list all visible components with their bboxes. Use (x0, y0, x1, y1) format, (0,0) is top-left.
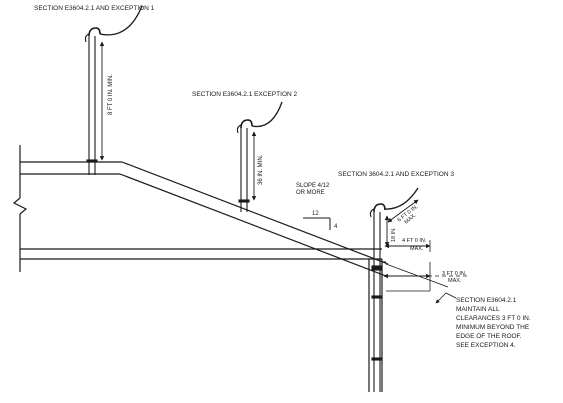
dim-8ft-label: 8 FT 0 IN. MIN. (108, 74, 114, 115)
service-mast-2 (236, 101, 283, 212)
dim-18in-label: 18 IN. (391, 227, 397, 242)
note-leader (435, 292, 447, 304)
note-line-1: SECTION E3604.2.1 (456, 297, 517, 304)
dim-36in-label: 36 IN. MIN. (258, 154, 264, 185)
dim-6ft-line (387, 199, 419, 223)
note-line-2: MAINTAIN ALL (456, 306, 500, 313)
slope-run-label: 12 (312, 211, 319, 217)
slope-indicator (303, 217, 331, 230)
note-line-6: SEE EXCEPTION 4. (456, 342, 516, 349)
dim-4ft-max: MAX. (410, 246, 424, 252)
dim-4ft-label: 4 FT 0 IN. (402, 238, 427, 244)
note-line-4: MINIMUM BEYOND THE (456, 324, 530, 331)
note-line-3: CLEARANCES 3 FT 0 IN. (456, 315, 531, 322)
dim-3ft-label: 3 FT 0 IN. (442, 271, 467, 277)
label-exception-1: SECTION E3604.2.1 AND EXCEPTION 1 (34, 5, 155, 12)
slope-label-1: SLOPE 4/12 (296, 183, 330, 189)
roof-extension-line (385, 263, 449, 288)
sloped-roof-bottom (119, 173, 387, 277)
building-structure (12, 145, 389, 392)
label-exception-2: SECTION E3604.2.1 EXCEPTION 2 (192, 91, 298, 98)
slope-label-2: OR MORE (296, 190, 325, 196)
dim-3ft-max: MAX. (448, 278, 462, 284)
label-exception-3: SECTION 3604.2.1 AND EXCEPTION 3 (338, 171, 454, 178)
slope-rise-label: 4 (334, 224, 338, 230)
service-mast-3 (369, 187, 419, 392)
clearance-note: SECTION E3604.2.1 MAINTAIN ALL CLEARANCE… (456, 297, 531, 349)
wall-break-mark (12, 197, 28, 215)
service-mast-1 (84, 5, 143, 175)
note-line-5: EDGE OF THE ROOF. (456, 333, 522, 340)
sloped-roof-top (121, 161, 389, 265)
